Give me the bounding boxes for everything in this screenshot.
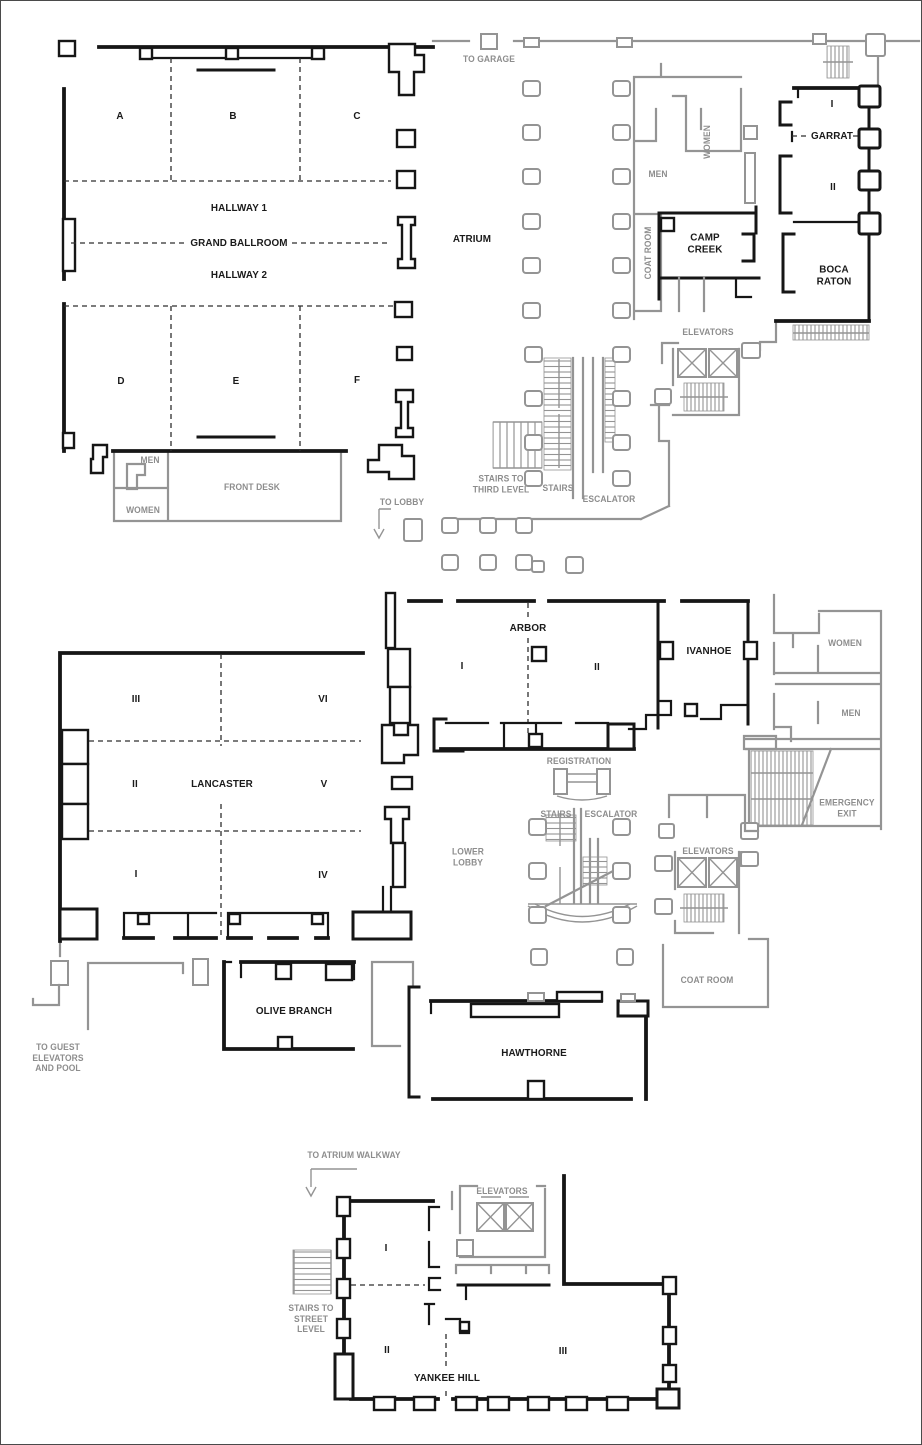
upper-coat-room-label: COAT ROOM [643,226,653,280]
arbor-ivanhoe-walls [407,599,759,753]
yankee-section-iii-label: III [558,1345,568,1357]
hawthorne-walls [407,985,650,1101]
hawthorne-label: HAWTHORNE [501,1047,567,1059]
upper-escalator-label: ESCALATOR [582,494,636,504]
guest-elevator-walkway [31,937,415,1048]
to-guest-elevators-label: TO GUEST ELEVATORS AND POOL [32,1042,84,1074]
lancaster-section-iii-label: III [131,693,141,705]
upper-restrooms-walls [632,62,758,321]
lower-stairs-label: STAIRS [540,809,572,819]
to-lobby-label: TO LOBBY [379,497,425,507]
garrat-section-i-label: I [830,98,834,110]
lower-women-label: WOMEN [828,638,862,648]
lower-restrooms-emergency-exit [738,593,883,867]
lower-men-label: MEN [841,708,861,718]
to-lobby-arrow [373,508,423,542]
garrat-section-ii-label: II [830,181,836,193]
registration-label: REGISTRATION [546,756,612,766]
arbor-section-i-label: I [460,660,464,672]
ballroom-section-b-label: B [229,110,237,122]
camp-creek-walls [657,205,761,313]
yankee-section-ii-label: II [384,1344,390,1356]
to-garage-label: TO GARAGE [463,54,515,64]
street-elevators-label: ELEVATORS [476,1186,528,1196]
ballroom-section-e-label: E [232,375,240,387]
lancaster-section-iv-label: IV [318,869,328,881]
emergency-exit-label: EMERGENCY EXIT [819,797,875,818]
middle-elevators [654,793,760,935]
lobby-men-label: MEN [140,455,160,465]
stairs-to-street-level-label: STAIRS TO STREET LEVEL [288,1303,334,1335]
ballroom-section-d-label: D [117,375,125,387]
hallway-1-label: HALLWAY 1 [210,202,268,214]
lower-escalator-label: ESCALATOR [584,809,638,819]
lancaster-arbor-pillars [380,591,420,889]
ivanhoe-label: IVANHOE [686,645,732,657]
lower-lobby-columns [528,818,634,966]
ballroom-section-c-label: C [353,110,361,122]
front-desk-label: FRONT DESK [224,482,280,492]
upper-elevators-label: ELEVATORS [682,327,734,337]
grand-ballroom-walls [57,39,435,481]
ballroom-section-a-label: A [116,110,124,122]
lobby-women-label: WOMEN [126,505,160,515]
middle-coat-room-walls [661,937,770,1009]
lancaster-walls [58,651,413,943]
olive-branch-walls [222,960,356,1051]
atrium-walkway-arrow [305,1168,357,1198]
olive-branch-label: OLIVE BRANCH [255,1005,333,1017]
upper-elevators [654,321,778,417]
upper-stairs-label: STAIRS [542,483,574,493]
garrat-label: GARRAT [810,130,854,142]
stairs-to-third-level-label: STAIRS TO THIRD LEVEL [472,473,530,494]
garrat-boca-raton-walls [774,84,882,341]
camp-creek-label: CAMP CREEK [687,231,723,256]
lower-lobby-stairs-escalator [527,807,638,923]
registration-desk [553,768,611,801]
grand-staircase [492,356,616,500]
atrium-label: ATRIUM [452,233,492,245]
lancaster-section-ii-label: II [132,778,138,790]
lancaster-section-vi-label: VI [318,693,328,705]
to-atrium-walkway-label: TO ATRIUM WALKWAY [307,1150,401,1160]
lancaster-label: LANCASTER [191,778,253,790]
middle-coat-room-label: COAT ROOM [680,975,734,985]
yankee-hill-label: YANKEE HILL [414,1372,480,1384]
upper-women-label: WOMEN [702,125,712,159]
yankee-hill-walls [333,1174,681,1412]
street-elevators [450,1184,547,1259]
boca-raton-label: BOCA RATON [816,263,852,288]
atrium-columns [441,80,631,574]
arbor-section-ii-label: II [594,661,600,673]
yankee-section-i-label: I [384,1242,388,1254]
lower-lobby-label: LOWER LOBBY [452,846,484,867]
arbor-label: ARBOR [509,622,547,634]
hallway-2-label: HALLWAY 2 [210,269,268,281]
front-desk-walls [112,450,343,523]
garage-walkway [431,33,921,87]
middle-elevators-label: ELEVATORS [682,846,734,856]
lancaster-section-i-label: I [134,868,138,880]
grand-ballroom-label: GRAND BALLROOM [190,237,288,249]
street-stairs [292,1249,332,1295]
ballroom-section-f-label: F [353,374,361,386]
lancaster-section-v-label: V [320,778,328,790]
upper-men-label: MEN [648,169,668,179]
